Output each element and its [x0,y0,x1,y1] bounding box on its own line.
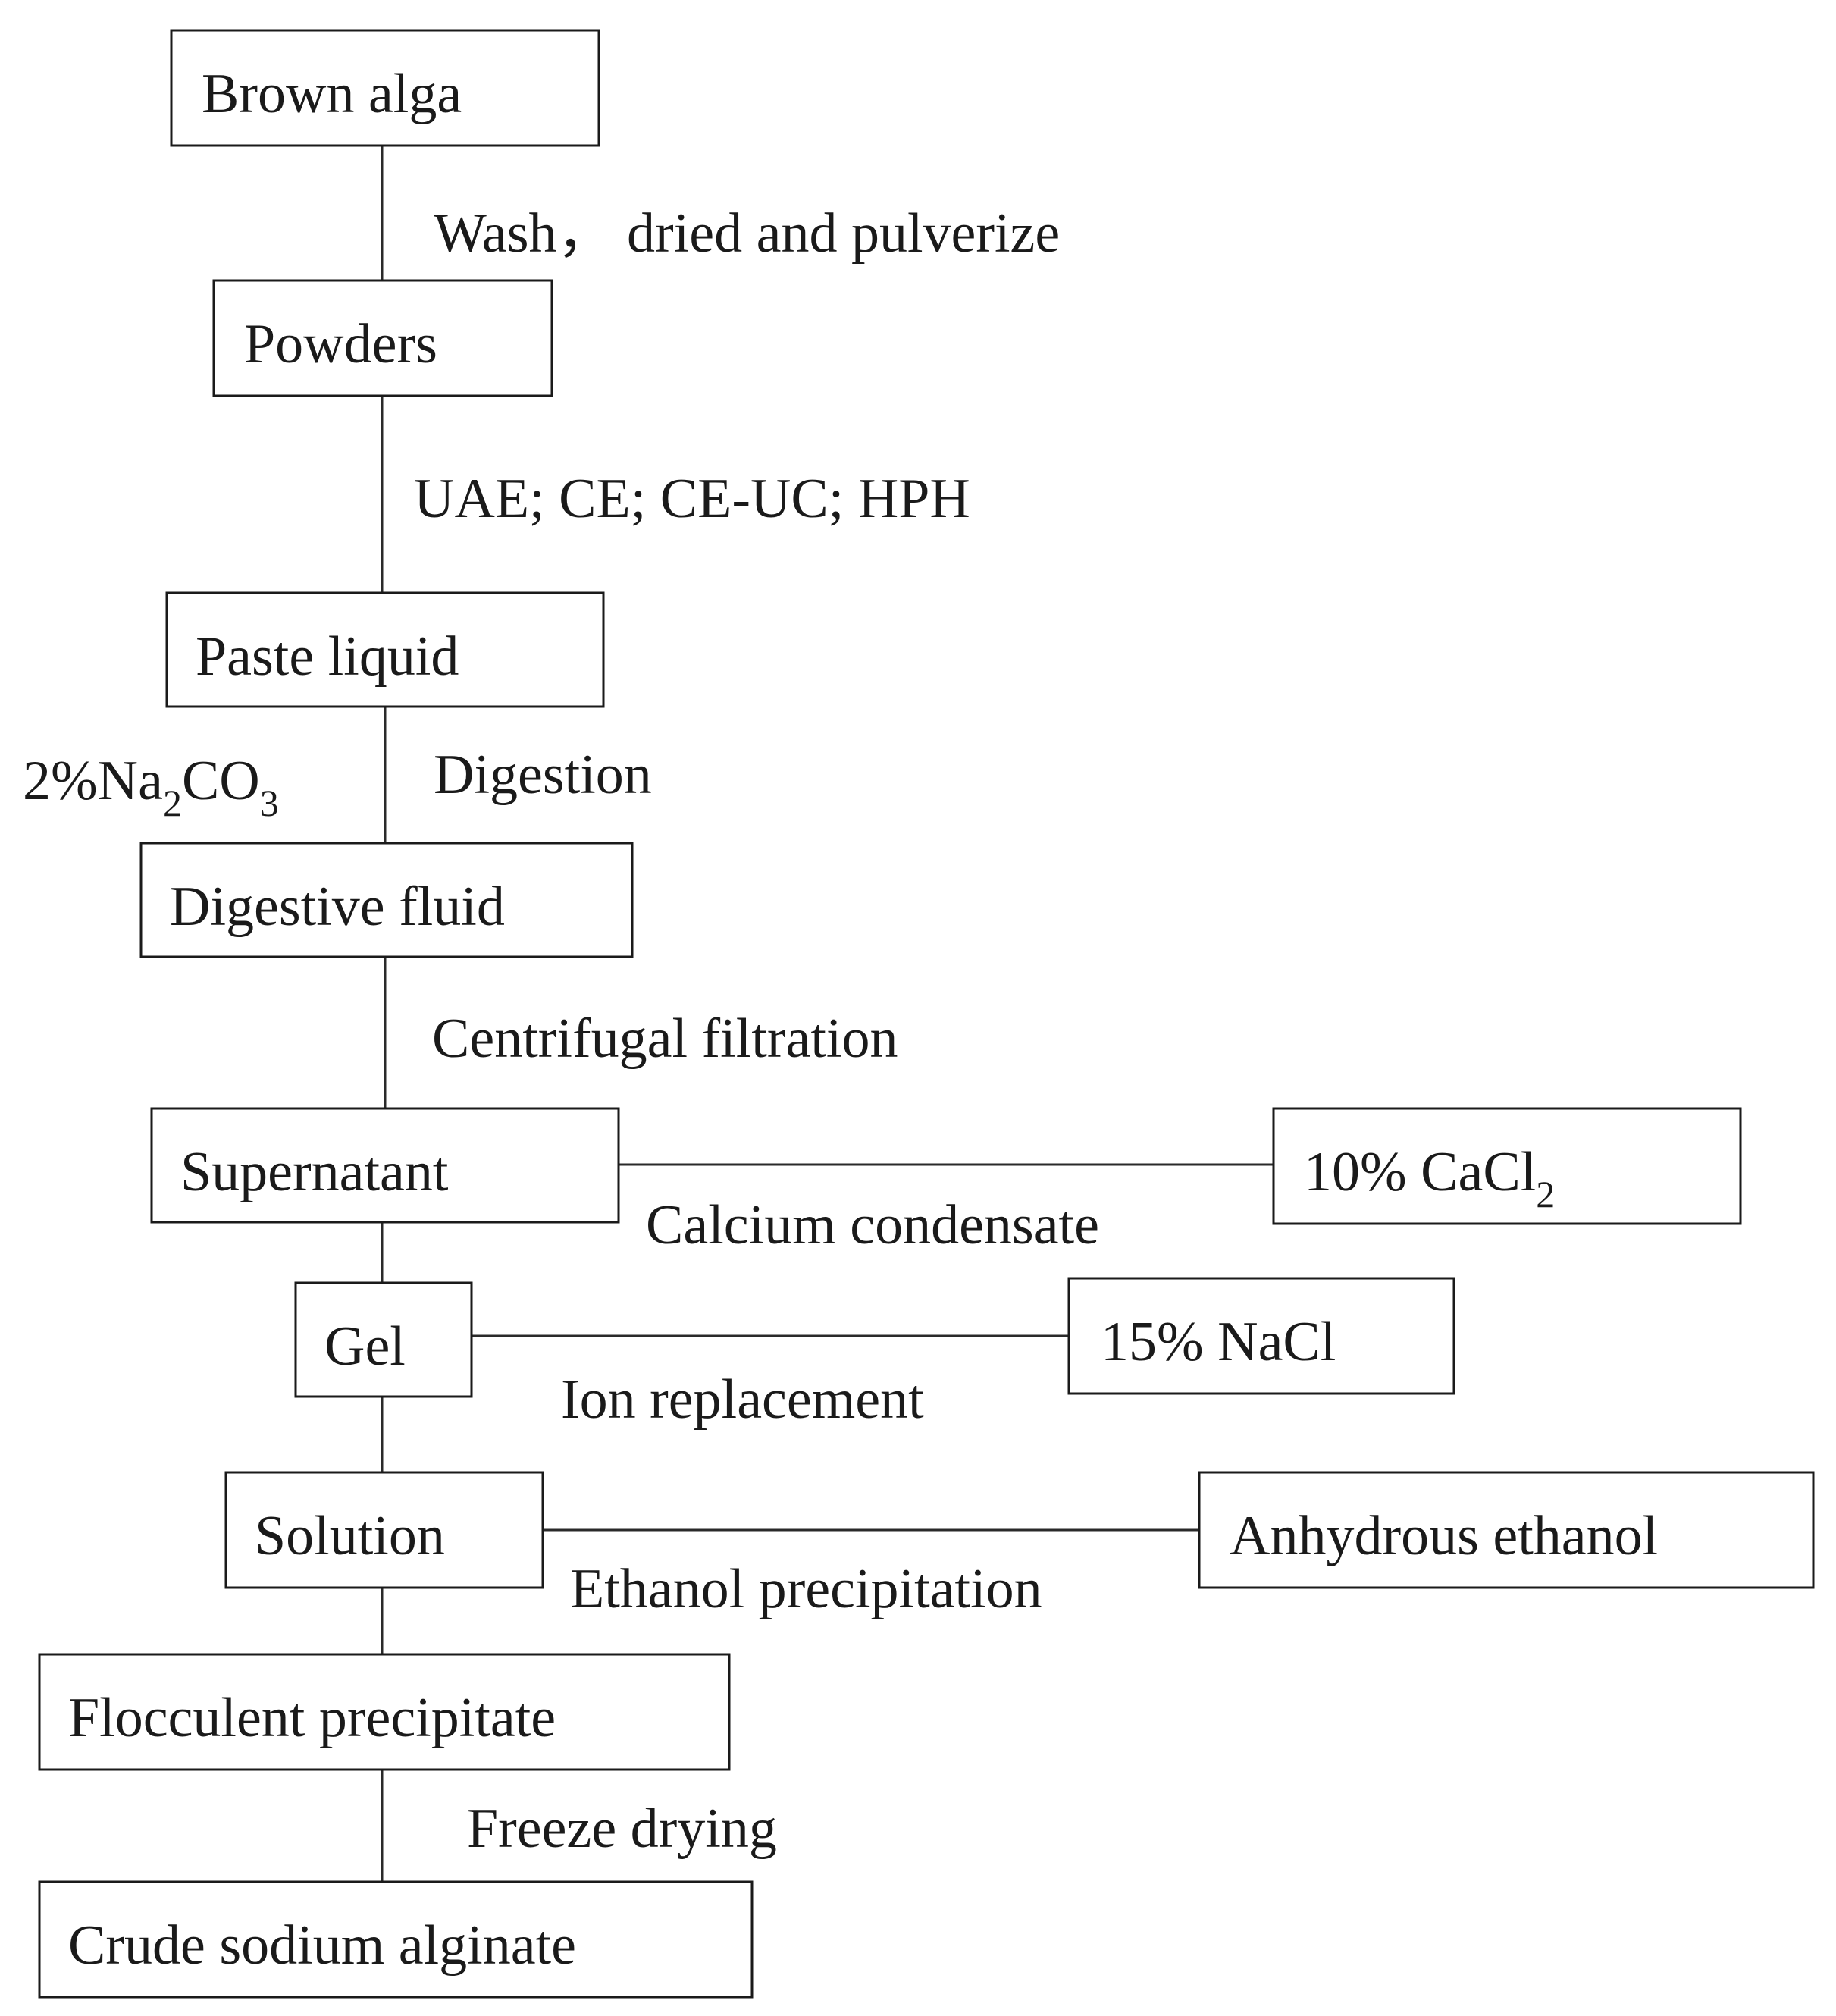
reagent-subscript-2: 3 [260,782,279,824]
reagent-mid: CO [182,750,260,812]
box-supernatant-label: Supernatant [180,1141,449,1203]
box-powders: Powders [212,279,553,397]
box-paste-liquid: Paste liquid [165,591,605,708]
box-solution-label: Solution [255,1505,445,1567]
reagent-na2co3-label: 2%Na2CO3 [23,750,279,824]
reagent-subscript-1: 2 [163,782,182,824]
box-powders-label: Powders [244,313,437,375]
box-flocculent-precipitate-label: Flocculent precipitate [68,1687,556,1749]
step-ion-label: Ion replacement [561,1369,924,1431]
box-supernatant: Supernatant [150,1107,620,1224]
step-extraction-label: UAE; CE; CE-UC; HPH [414,468,970,530]
box-brown-alga: Brown alga [170,29,600,147]
step-ethanol-label: Ethanol precipitation [570,1558,1042,1620]
step-digestion-label: Digestion [434,744,652,806]
box-gel-label: Gel [324,1315,406,1378]
box-cacl2-text: 10% CaCl [1304,1141,1536,1203]
box-brown-alga-label: Brown alga [202,63,462,125]
box-nacl: 15% NaCl [1067,1277,1455,1395]
box-solution: Solution [224,1471,544,1589]
box-crude-sodium-alginate-label: Crude sodium alginate [68,1914,576,1977]
step-wash-label: Wash， dried and pulverize [434,202,1060,265]
box-cacl2-subscript: 2 [1536,1173,1555,1215]
box-flocculent-precipitate: Flocculent precipitate [38,1653,731,1771]
box-crude-sodium-alginate: Crude sodium alginate [38,1880,754,1999]
box-gel: Gel [294,1281,473,1398]
box-digestive-fluid-label: Digestive fluid [170,876,505,938]
reagent-prefix: 2%Na [23,750,163,812]
step-calcium-label: Calcium condensate [646,1194,1099,1256]
box-cacl2-label: 10% CaCl2 [1304,1141,1555,1215]
step-centrifugal-label: Centrifugal filtration [432,1008,898,1070]
box-digestive-fluid: Digestive fluid [139,842,634,958]
box-paste-liquid-label: Paste liquid [196,625,459,688]
box-anhydrous-ethanol-label: Anhydrous ethanol [1230,1505,1658,1567]
box-nacl-label: 15% NaCl [1101,1311,1336,1373]
step-freeze-label: Freeze drying [467,1798,777,1860]
box-cacl2: 10% CaCl2 [1272,1107,1742,1225]
box-anhydrous-ethanol: Anhydrous ethanol [1198,1471,1815,1589]
